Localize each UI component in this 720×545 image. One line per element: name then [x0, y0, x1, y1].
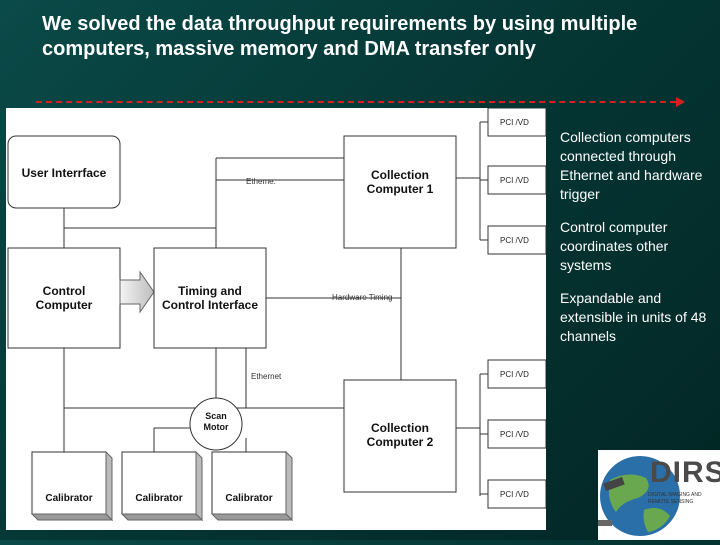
- calibrator-label-3: Calibrator: [225, 493, 273, 504]
- scan-motor-circle: [189, 397, 243, 451]
- pci-label-3: PCI /VD: [500, 236, 529, 245]
- pci-board-6: [487, 479, 546, 509]
- pci-label-1: PCI /VD: [500, 118, 529, 127]
- pci-board-4: [487, 359, 546, 389]
- control-to-timing-arrow: [119, 270, 155, 314]
- timing-control-label: Timing and Control Interface: [161, 284, 258, 312]
- user-interface-label: User Interrface: [21, 166, 107, 180]
- pci-label-6: PCI /VD: [500, 490, 529, 499]
- arrow-head-icon: [676, 97, 685, 107]
- pci-label-2: PCI /VD: [500, 176, 529, 185]
- calibrator-box-1: [31, 451, 107, 515]
- pci-label-5: PCI /VD: [500, 430, 529, 439]
- slide-title: We solved the data throughput requiremen…: [42, 13, 638, 60]
- collection-computer-2-label: Collection Computer 2: [366, 421, 434, 449]
- dashed-arrow-line: [36, 101, 676, 103]
- ethernet-bottom-label: Ethernet: [251, 372, 282, 381]
- collection-computer-1-box: [343, 135, 457, 249]
- pci-label-4: PCI /VD: [500, 370, 529, 379]
- bullet-list: Collection computers connected through E…: [560, 128, 712, 360]
- globe-icon: [598, 456, 680, 536]
- bullet-item: Expandable and extensible in units of 48…: [560, 290, 707, 344]
- pci-board-2: [487, 165, 546, 195]
- hardware-timing-label: Hardware Timing: [332, 293, 393, 302]
- dirs-logo: DIRS DIGITAL IMAGING AND REMOTE SENSING: [598, 450, 720, 540]
- diagram-graphics: [7, 108, 546, 522]
- calibrator-box-2: [121, 451, 197, 515]
- pci-board-3: [487, 225, 546, 255]
- collection-computer-1-label: Collection Computer 1: [366, 168, 434, 196]
- bullet-item: Control computer coordinates other syste…: [560, 219, 669, 273]
- system-diagram: User Interrface Control Computer Timing …: [6, 108, 546, 530]
- pci-board-5: [487, 419, 546, 449]
- logo-text: DIRS: [650, 456, 720, 489]
- timing-control-box: [153, 247, 267, 349]
- calibrator-label-1: Calibrator: [45, 493, 93, 504]
- bullet-item: Collection computers connected through E…: [560, 129, 703, 202]
- scan-motor-label: Scan Motor: [203, 411, 229, 432]
- calibrator-label-2: Calibrator: [135, 493, 183, 504]
- collection-computer-2-box: [343, 379, 457, 493]
- logo-tagline: DIGITAL IMAGING AND REMOTE SENSING: [648, 492, 702, 505]
- ethernet-top-label: Etheme:: [246, 177, 276, 186]
- control-computer-box: [7, 247, 121, 349]
- control-computer-label: Control Computer: [35, 284, 93, 312]
- pci-board-1: [487, 108, 546, 137]
